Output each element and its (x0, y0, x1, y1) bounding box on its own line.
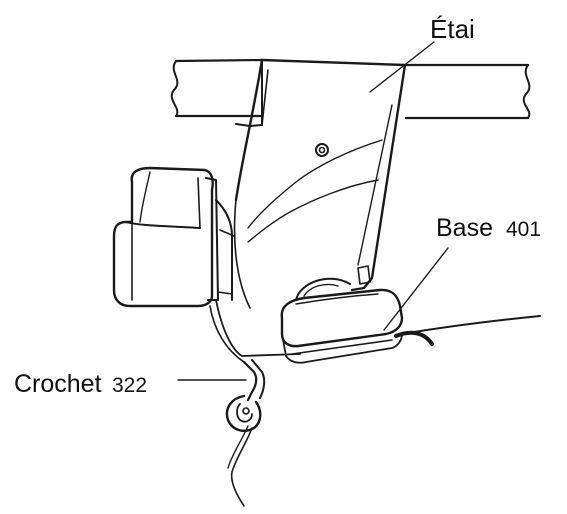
base (280, 288, 434, 364)
label-strut: Étai (430, 14, 475, 44)
crossbar (170, 58, 531, 120)
label-base-word: Base (436, 214, 493, 242)
label-hook-word: Crochet (14, 370, 102, 398)
label-hook-number: 322 (112, 374, 147, 397)
label-base-number: 401 (506, 218, 541, 241)
leader-base (383, 247, 449, 331)
strut (233, 58, 407, 309)
clamp-pad (112, 166, 235, 308)
roof-edge (209, 299, 541, 363)
leader-strut (369, 41, 435, 93)
hook (225, 359, 266, 507)
bolt-icon (315, 143, 329, 157)
